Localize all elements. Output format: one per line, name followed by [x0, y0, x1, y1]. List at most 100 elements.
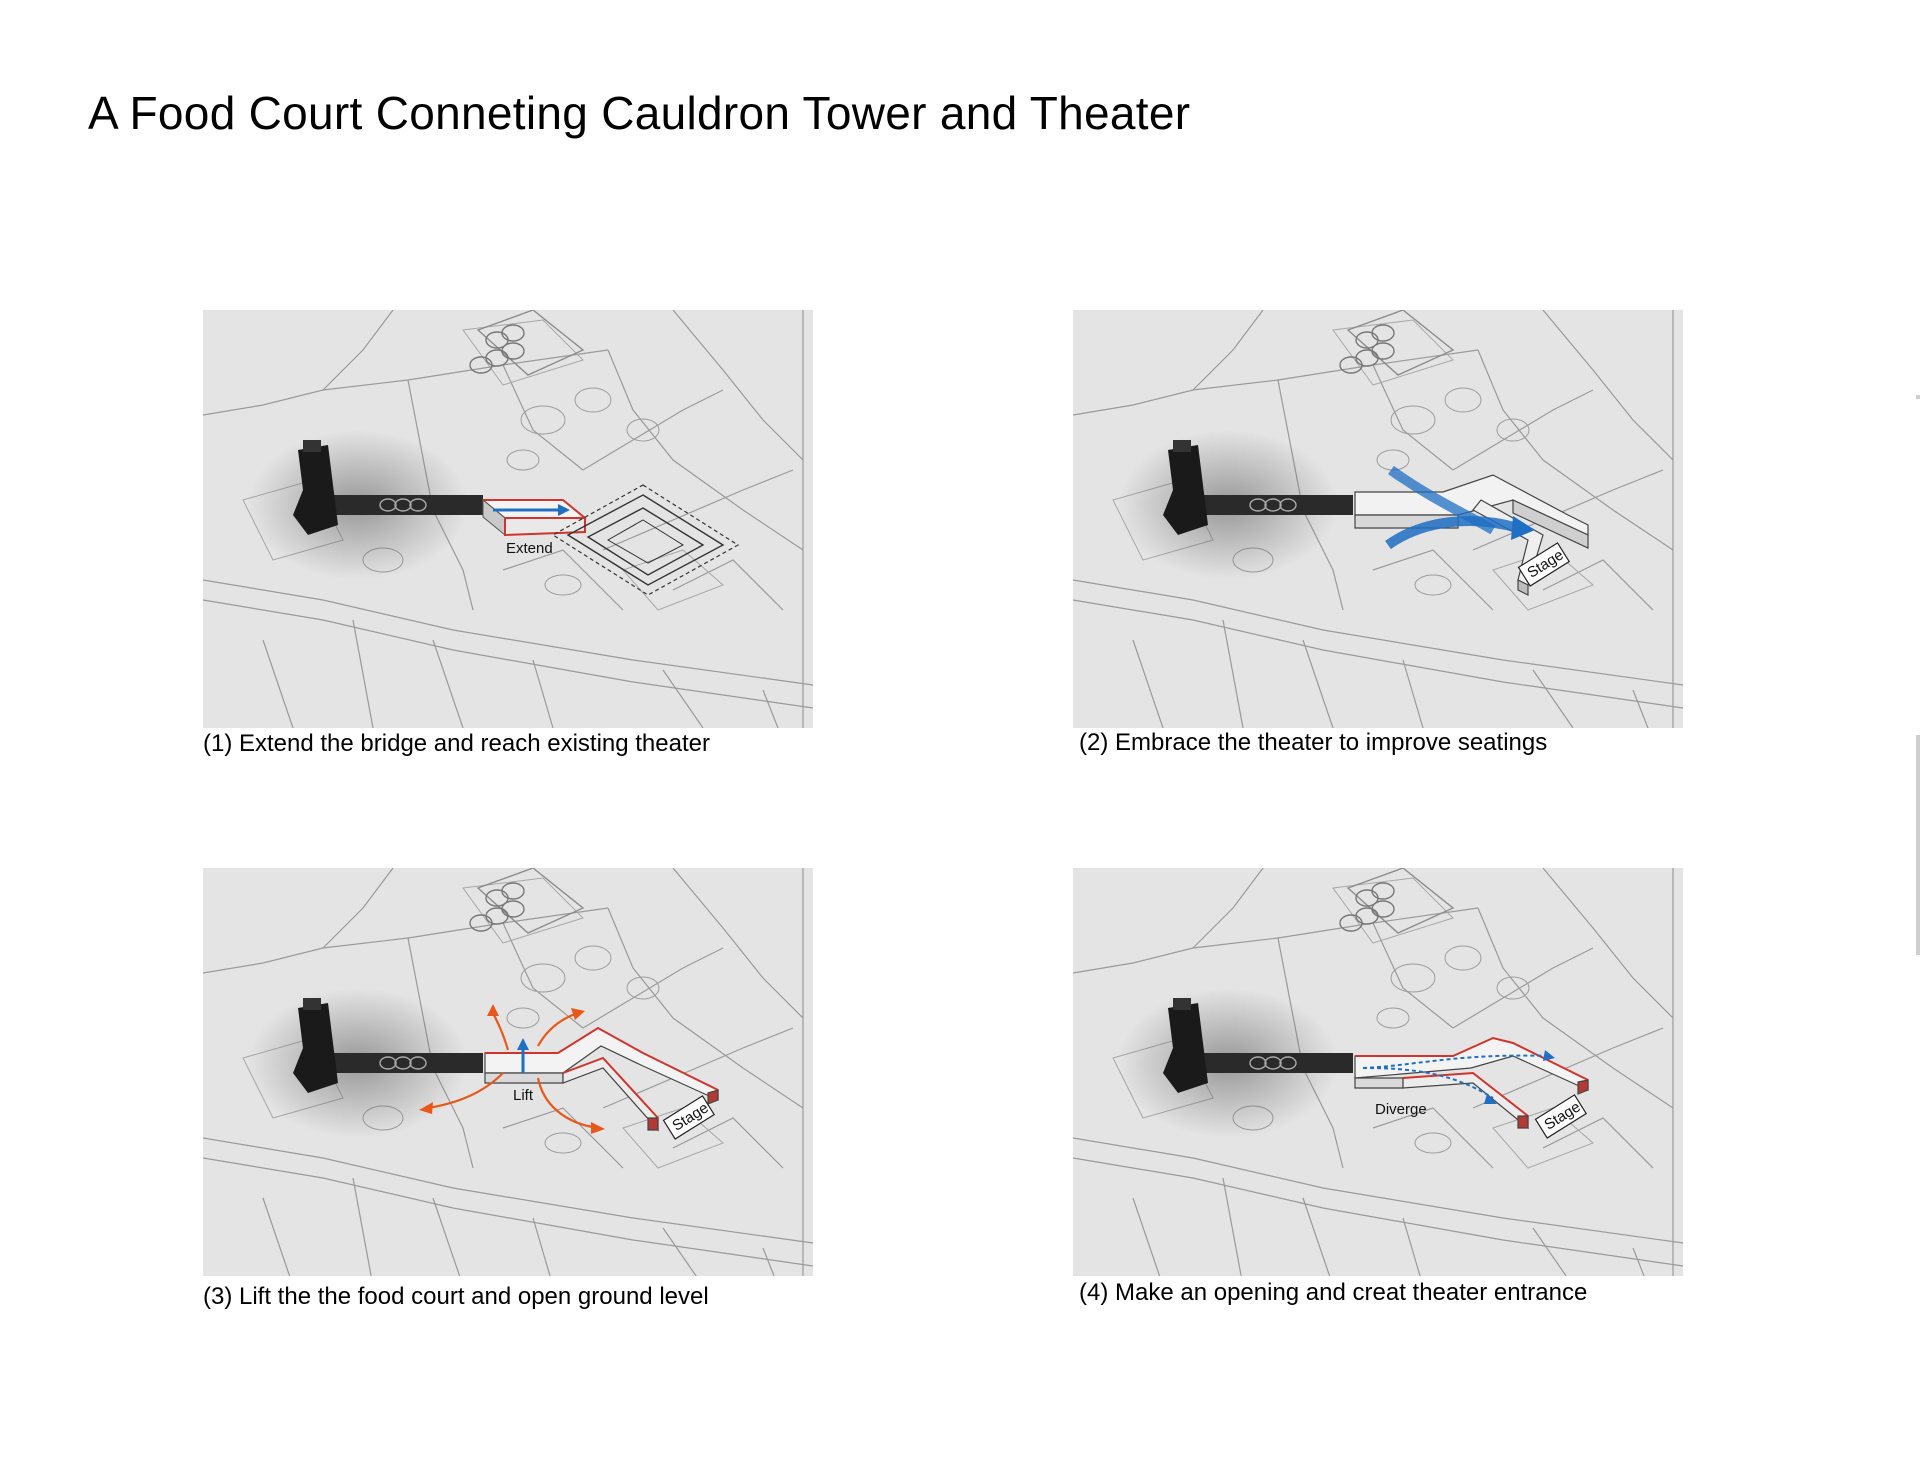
- diagram-panel-embrace: Stage: [1073, 310, 1683, 728]
- street-line: [1542, 868, 1674, 1019]
- street-line: [532, 659, 554, 728]
- street-line: [1073, 579, 1683, 686]
- street-line: [1542, 310, 1674, 461]
- street-line: [1073, 907, 1479, 974]
- tree-blob: [1414, 1132, 1452, 1154]
- street-line: [502, 922, 584, 1029]
- street-line: [203, 1157, 813, 1267]
- caption-3: (3) Lift the the food court and open gro…: [203, 1283, 709, 1310]
- diverge-paths: [1362, 1054, 1549, 1099]
- street-line: [1372, 549, 1494, 611]
- extend-label: Extend: [506, 540, 553, 557]
- base-map: [203, 868, 813, 1276]
- street-line: [1477, 349, 1674, 551]
- arrow-right-icon: [558, 504, 570, 516]
- edge-strip: [1916, 735, 1920, 955]
- street-line: [1372, 922, 1454, 1029]
- street-line: [1302, 1197, 1331, 1276]
- city-block: [1332, 319, 1454, 386]
- tree-blob: [506, 1007, 540, 1029]
- street-line: [1222, 1177, 1242, 1276]
- street-line: [203, 1137, 813, 1244]
- street-line: [1073, 1137, 1683, 1244]
- street-line: [602, 469, 794, 551]
- street-line: [762, 1247, 775, 1276]
- tower-top: [1173, 440, 1191, 452]
- cauldron-tower-icon: [293, 445, 338, 535]
- street-line: [352, 1177, 372, 1276]
- street-line: [352, 619, 374, 728]
- arrow-heads-orange: [419, 1004, 605, 1134]
- diagram-panel-diverge: Diverge Stage: [1073, 868, 1683, 1276]
- street-line: [1472, 1027, 1664, 1109]
- street-line: [607, 907, 804, 1109]
- olympic-rings-icon: [1371, 324, 1395, 342]
- olympic-rings-icon: [1279, 1056, 1297, 1070]
- street-line: [1532, 1227, 1567, 1276]
- tree-blob: [1414, 574, 1452, 596]
- street-line: [502, 364, 584, 471]
- bridge-deck: [1188, 495, 1353, 515]
- street-line: [1372, 1107, 1494, 1169]
- city-block: [1492, 1107, 1594, 1169]
- tree-blob: [1376, 1007, 1410, 1029]
- map-svg-4: Diverge Stage: [1073, 868, 1683, 1276]
- street-line: [262, 1197, 291, 1276]
- olympic-rings-icon: [1249, 1056, 1267, 1070]
- olympic-rings-icon: [394, 498, 412, 512]
- tree-blob: [544, 574, 582, 596]
- park-outline: [1346, 868, 1455, 934]
- olympic-rings-icon: [379, 498, 397, 512]
- street-line: [1192, 868, 1264, 949]
- arrow-up-icon: [517, 1038, 529, 1050]
- olympic-rings-icon: [1371, 342, 1395, 360]
- olympic-rings-icon: [485, 907, 509, 925]
- caption-2: (2) Embrace the theater to improve seati…: [1079, 729, 1548, 756]
- park-outline: [1346, 310, 1455, 376]
- tree-blob: [626, 418, 660, 442]
- street-line: [1402, 1217, 1421, 1276]
- cauldron-tower-icon: [1163, 445, 1208, 535]
- embrace-bridge: [1354, 474, 1589, 596]
- olympic-rings-icon: [485, 349, 509, 367]
- olympic-rings-icon: [1279, 498, 1297, 512]
- page-title: A Food Court Conneting Cauldron Tower an…: [88, 87, 1191, 139]
- tree-blob: [520, 405, 566, 435]
- diverge-label: Diverge: [1375, 1101, 1427, 1118]
- street-line: [1452, 947, 1594, 1029]
- street-line: [662, 1227, 697, 1276]
- olympic-rings-icon: [379, 1056, 397, 1070]
- olympic-rings-icon: [409, 1056, 427, 1070]
- street-line: [672, 1117, 784, 1169]
- olympic-rings-icon: [1249, 498, 1267, 512]
- street-line: [582, 389, 724, 471]
- street-line: [672, 559, 784, 611]
- olympic-rings-icon: [501, 342, 525, 360]
- tower-top: [1173, 998, 1191, 1010]
- street-line: [1372, 364, 1454, 471]
- caption-4: (4) Make an opening and creat theater en…: [1079, 1279, 1588, 1306]
- street-line: [1632, 689, 1649, 728]
- diagram-panel-extend: Extend: [203, 310, 813, 728]
- map-svg-1: Extend: [203, 310, 813, 728]
- street-line: [1632, 1247, 1645, 1276]
- olympic-rings-icon: [1355, 349, 1379, 367]
- street-line: [1192, 310, 1264, 391]
- street-line: [432, 639, 464, 728]
- city-block: [622, 1107, 724, 1169]
- olympic-rings-icon: [501, 882, 525, 900]
- tree-blob: [1376, 449, 1410, 471]
- city-block: [462, 877, 584, 944]
- city-block: [462, 319, 584, 386]
- street-line: [762, 689, 779, 728]
- street-line: [322, 310, 394, 391]
- stage-box: Stage: [1534, 1094, 1588, 1139]
- existing-theater: [551, 484, 740, 596]
- street-line: [1477, 907, 1674, 1109]
- tree-blob: [1444, 387, 1482, 413]
- street-line: [1542, 559, 1654, 611]
- tree-blob: [574, 945, 612, 971]
- street-line: [672, 868, 804, 1019]
- street-line: [607, 349, 804, 551]
- lift-food-court: [484, 1026, 719, 1132]
